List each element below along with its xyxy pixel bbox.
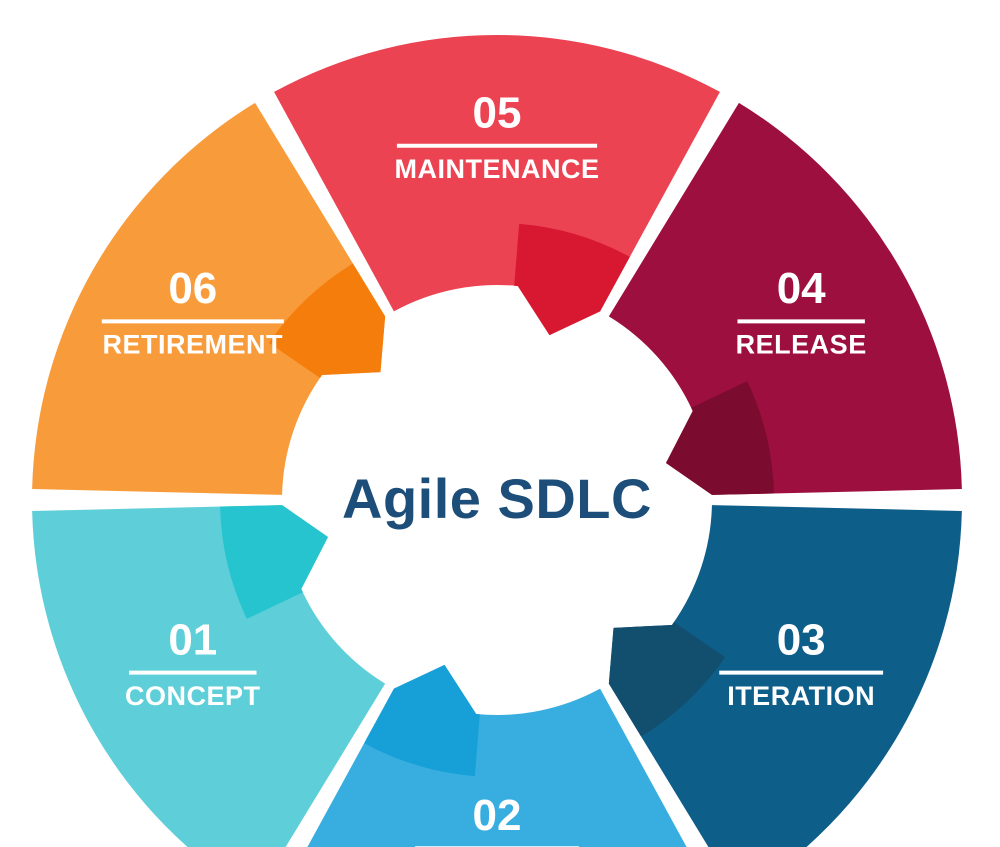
segment-01-number: 01	[168, 615, 217, 664]
segment-02-number: 02	[473, 791, 522, 840]
segment-01[interactable]	[32, 505, 386, 847]
segment-04-number: 04	[777, 264, 826, 313]
segment-03-label: ITERATION	[727, 681, 875, 711]
segment-01-label: CONCEPT	[125, 681, 261, 711]
segment-04-label: RELEASE	[736, 330, 867, 360]
segment-02-accent-band	[364, 664, 480, 777]
segment-05-number: 05	[473, 88, 522, 137]
segments-layer	[32, 35, 962, 847]
segment-05-accent-band	[514, 223, 630, 336]
segment-05-label: MAINTENANCE	[395, 154, 600, 184]
segment-04-accent-band	[665, 381, 774, 495]
segment-06-accent-band	[268, 263, 386, 378]
segment-04[interactable]	[608, 102, 962, 495]
segment-06[interactable]	[32, 102, 386, 495]
center-title: Agile SDLC	[342, 467, 652, 530]
segment-01-accent-band	[220, 505, 329, 619]
segment-03-number: 03	[777, 615, 826, 664]
segment-03[interactable]	[608, 505, 962, 847]
segment-02-text: 02INCEPTION	[415, 791, 579, 847]
segment-06-label: RETIREMENT	[103, 330, 284, 360]
segment-03-accent-band	[608, 622, 726, 737]
segment-06-number: 06	[168, 264, 217, 313]
